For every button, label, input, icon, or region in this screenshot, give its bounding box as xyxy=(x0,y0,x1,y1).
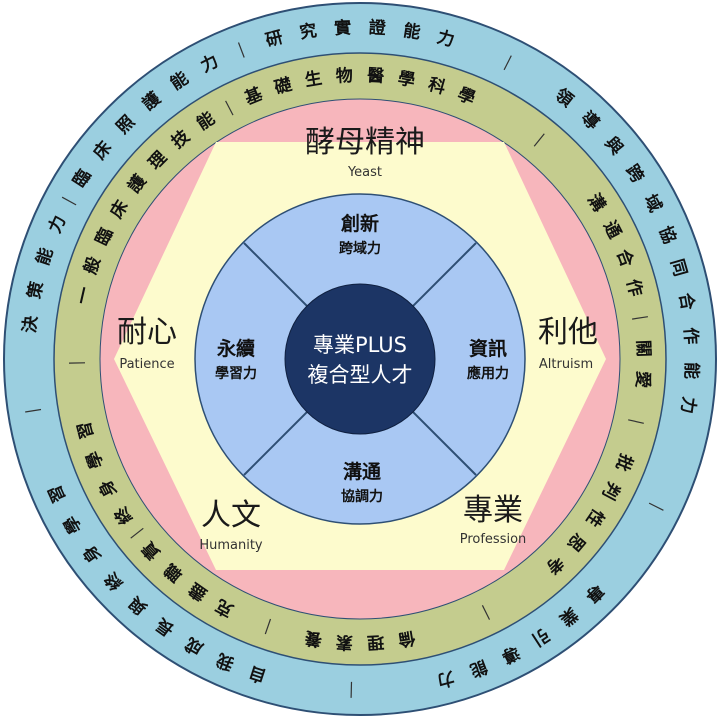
hex-label-bottom-right: 專業 xyxy=(463,493,523,528)
outer-ring-char: 證 xyxy=(368,17,387,39)
quadrant-bottom-sub: 協調力 xyxy=(341,488,383,505)
hex-label-left: 耐心 xyxy=(117,315,177,350)
center-circle xyxy=(285,284,435,434)
hex-label-right: 利他 xyxy=(538,315,598,350)
quadrant-left-sub: 學習力 xyxy=(215,365,257,382)
outer-ring-char: 決 xyxy=(19,314,42,334)
hex-sub-top: Yeast xyxy=(347,165,382,180)
center-subtitle: 複合型人才 xyxy=(308,363,413,387)
second-ring-char: 素 xyxy=(335,631,353,652)
outer-ring-char: 能 xyxy=(402,20,422,43)
second-ring-char: 學 xyxy=(396,69,416,92)
second-ring-char: 養 xyxy=(303,627,324,651)
outer-ring-char: 能 xyxy=(681,362,703,380)
hex-label-bottom-left: 人文 xyxy=(201,498,261,533)
second-ring-char: 生 xyxy=(303,68,323,92)
second-ring-char: 醫 xyxy=(367,66,385,87)
outer-ring-char: 實 xyxy=(334,17,352,39)
hex-sub-left: Patience xyxy=(119,357,174,372)
second-ring-char: 理 xyxy=(367,631,385,652)
center-title: 專業PLUS xyxy=(313,333,407,357)
quadrant-right-sub: 應用力 xyxy=(467,365,509,382)
quadrant-bottom-label: 溝通 xyxy=(343,460,382,483)
outer-ring-char: 究 xyxy=(298,20,318,43)
second-ring-char: 關 xyxy=(632,340,653,358)
hex-sub-right: Altruism xyxy=(539,357,593,372)
quadrant-left-label: 永續 xyxy=(216,337,255,360)
second-ring-char: 愛 xyxy=(632,370,654,388)
hex-sub-bottom-left: Humanity xyxy=(199,538,263,553)
hex-label-top: 酵母精神 xyxy=(305,125,425,160)
quadrant-top-label: 創新 xyxy=(341,212,379,235)
outer-ring-char: 力 xyxy=(677,395,700,415)
second-ring-char: 物 xyxy=(335,65,353,87)
hex-sub-bottom-right: Profession xyxy=(460,532,527,547)
outer-ring-char: 作 xyxy=(680,327,702,345)
quadrant-top-sub: 跨域力 xyxy=(339,240,381,257)
quadrant-right-label: 資訊 xyxy=(469,337,507,360)
